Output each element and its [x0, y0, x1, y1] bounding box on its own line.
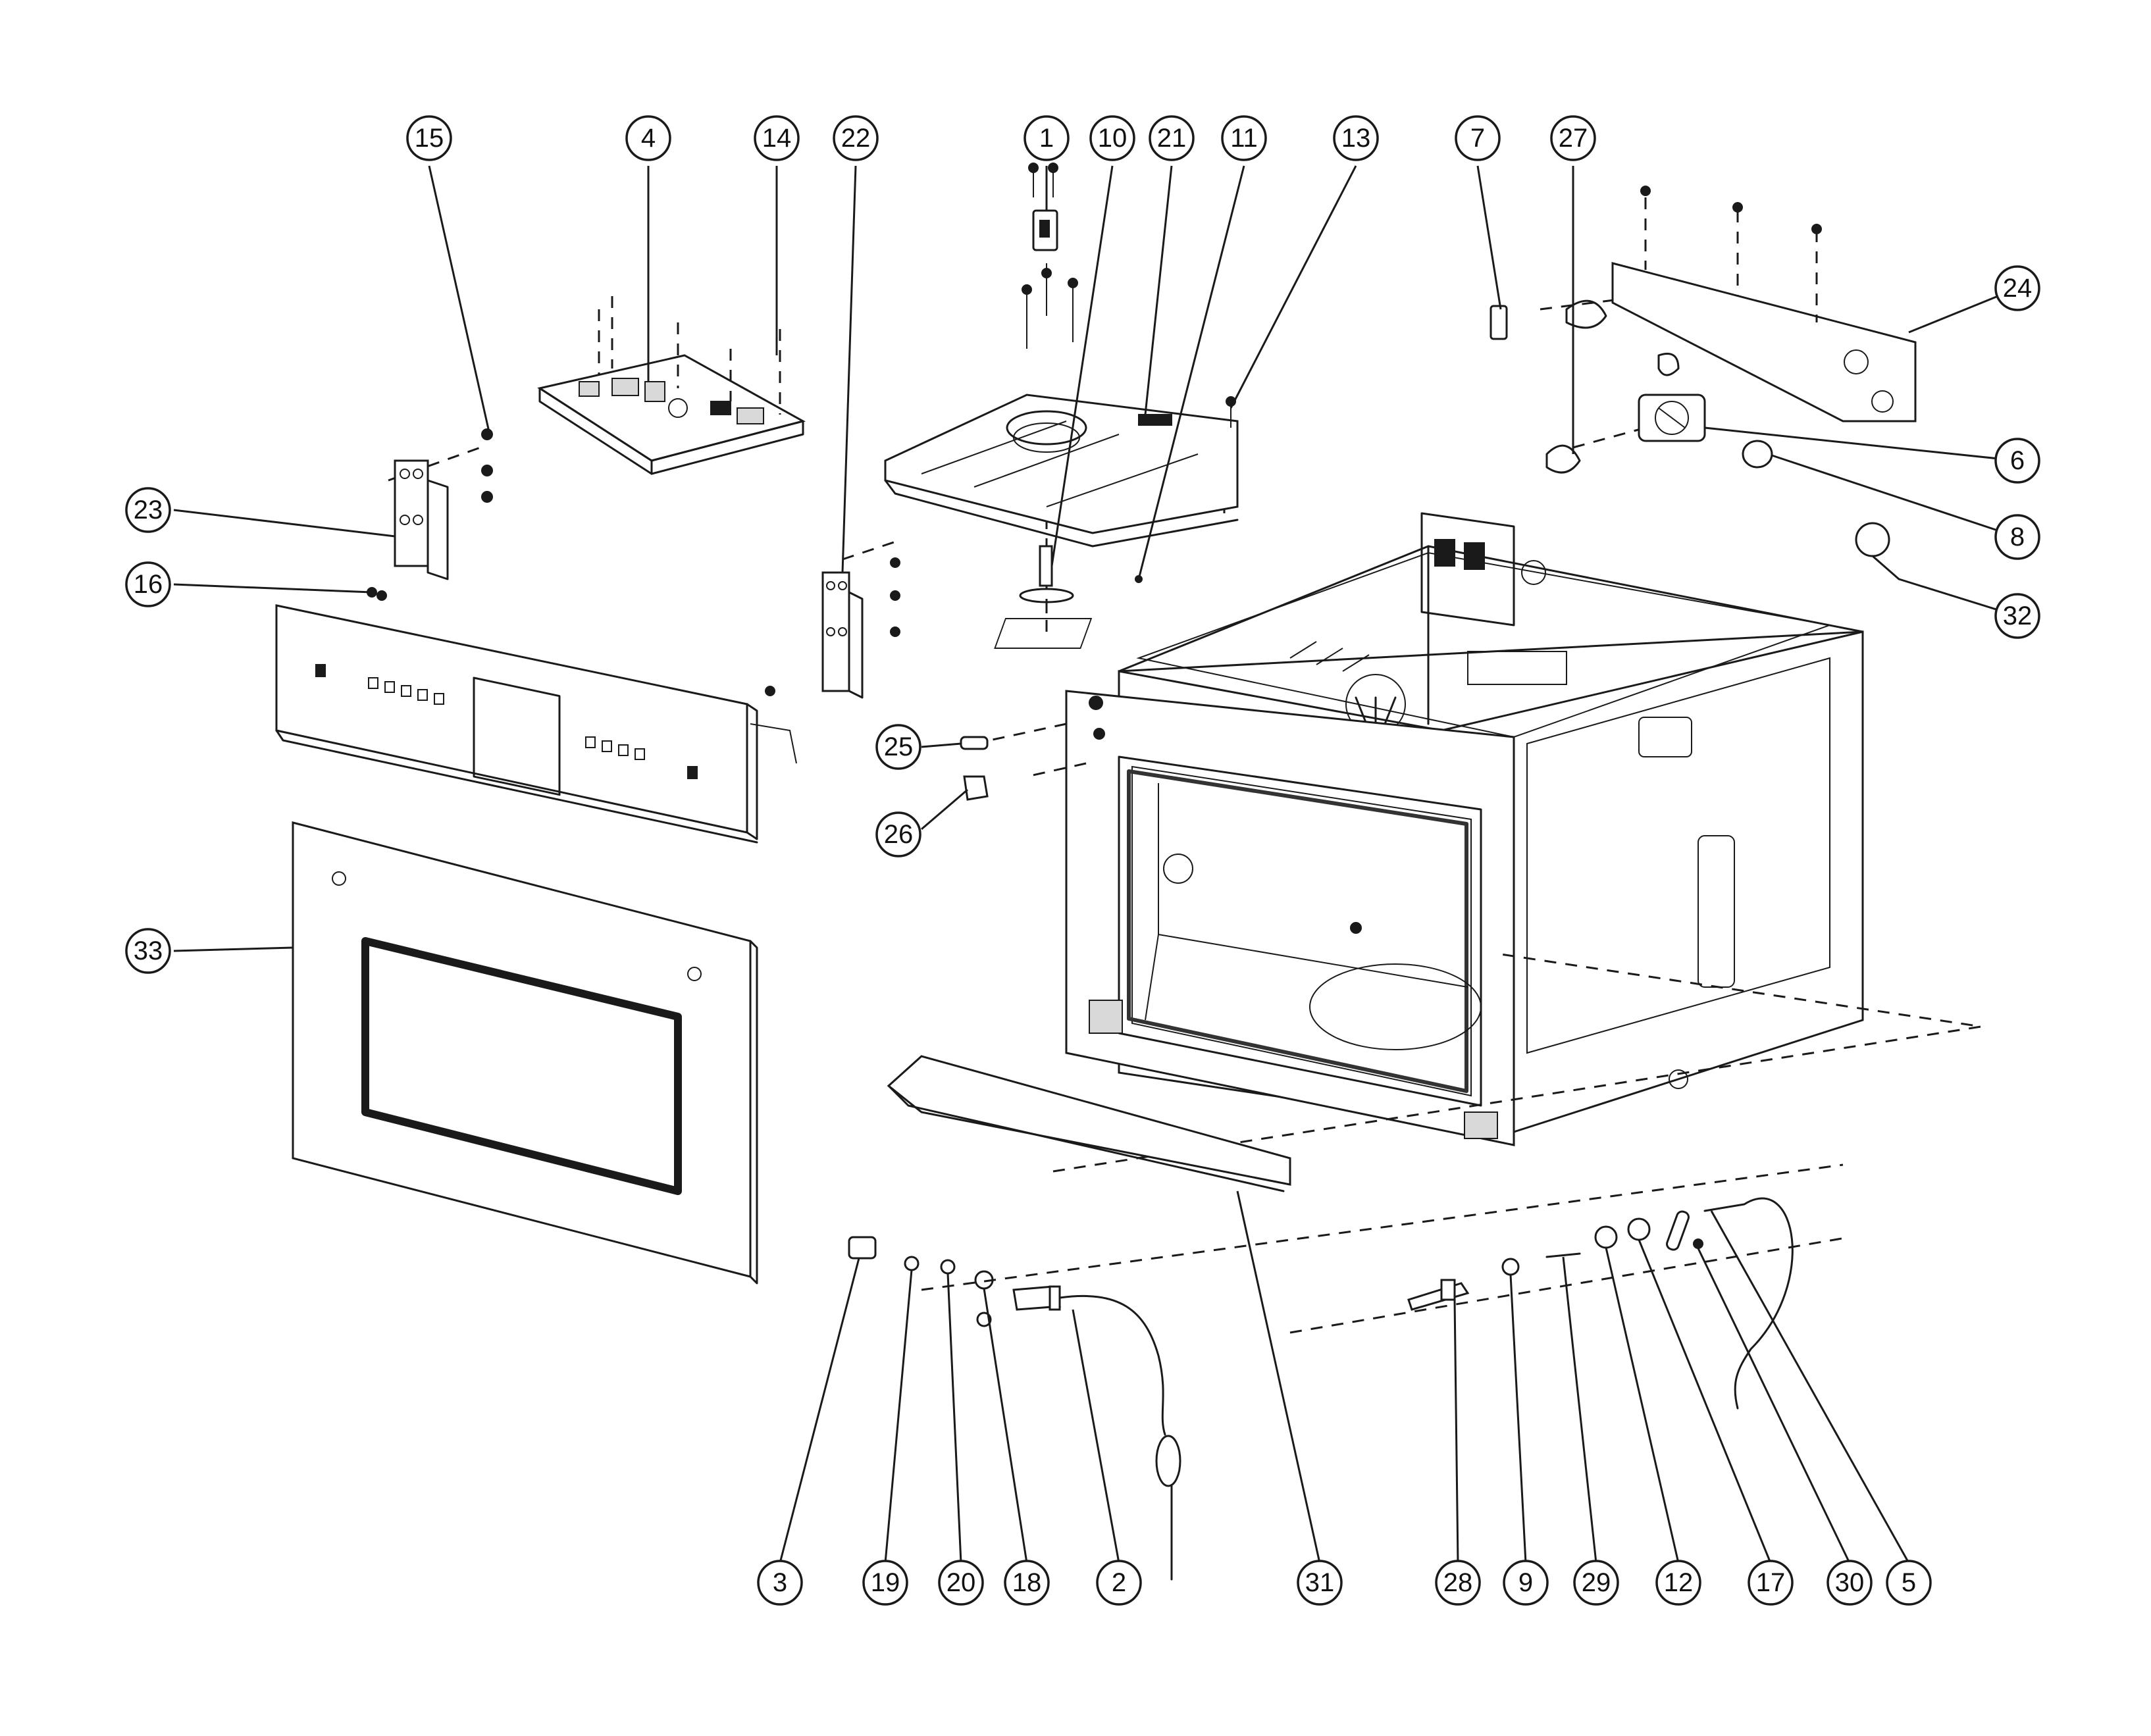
callout-5: 5	[1886, 1560, 1932, 1606]
svg-text:22: 22	[841, 124, 871, 153]
svg-text:3: 3	[773, 1568, 787, 1597]
svg-text:29: 29	[1582, 1568, 1611, 1597]
right-bracket	[765, 557, 900, 699]
svg-text:23: 23	[134, 496, 163, 524]
svg-text:30: 30	[1835, 1568, 1865, 1597]
svg-text:27: 27	[1559, 124, 1588, 153]
svg-text:31: 31	[1305, 1568, 1335, 1597]
callout-14: 14	[754, 115, 800, 161]
callout-32: 32	[1994, 593, 2040, 639]
callout-17: 17	[1748, 1560, 1794, 1606]
svg-text:24: 24	[2003, 274, 2033, 303]
stirrer-assembly	[1019, 545, 1074, 632]
svg-text:1: 1	[1039, 124, 1054, 153]
svg-text:32: 32	[2003, 601, 2033, 630]
callout-13: 13	[1333, 115, 1379, 161]
svg-text:21: 21	[1157, 124, 1187, 153]
small-parts-right	[1407, 1197, 1794, 1410]
wire-clip	[1855, 522, 1900, 580]
left-bracket	[367, 428, 493, 601]
control-board	[537, 296, 806, 475]
svg-text:7: 7	[1470, 124, 1485, 153]
callout-31: 31	[1297, 1560, 1343, 1606]
callout-33: 33	[125, 928, 171, 974]
ring-part	[1742, 440, 1773, 469]
callout-7: 7	[1455, 115, 1501, 161]
callout-1: 1	[1024, 115, 1070, 161]
oven-cavity-assembly	[994, 512, 1864, 1146]
svg-text:8: 8	[2010, 523, 2025, 551]
callout-2: 2	[1096, 1560, 1142, 1606]
svg-text:25: 25	[884, 732, 914, 761]
callout-8: 8	[1994, 514, 2040, 560]
svg-text:5: 5	[1902, 1568, 1916, 1597]
svg-text:11: 11	[1230, 124, 1258, 153]
svg-text:12: 12	[1664, 1568, 1694, 1597]
svg-text:17: 17	[1756, 1568, 1786, 1597]
callout-11: 11	[1221, 115, 1267, 161]
callout-26: 26	[875, 811, 921, 857]
svg-text:19: 19	[871, 1568, 900, 1597]
svg-text:33: 33	[134, 936, 163, 965]
temperature-probe	[1012, 1285, 1181, 1581]
bottom-trim	[887, 1055, 1291, 1192]
callout-28: 28	[1435, 1560, 1481, 1606]
svg-text:4: 4	[641, 124, 656, 153]
small-parts-left	[848, 1236, 994, 1327]
callout-18: 18	[1004, 1560, 1050, 1606]
callout-15: 15	[406, 115, 452, 161]
callout-20: 20	[938, 1560, 984, 1606]
small-brackets	[1490, 299, 1680, 474]
svg-text:16: 16	[134, 570, 163, 599]
fan-motor	[1638, 394, 1706, 442]
callout-10: 10	[1089, 115, 1135, 161]
rear-bracket-plate	[1611, 186, 1917, 422]
svg-text:18: 18	[1012, 1568, 1042, 1597]
callout-6: 6	[1994, 438, 2040, 484]
callout-23: 23	[125, 487, 171, 533]
svg-text:10: 10	[1098, 124, 1127, 153]
door-switch-assembly	[1022, 163, 1078, 349]
top-cover	[884, 394, 1239, 548]
svg-text:2: 2	[1112, 1568, 1126, 1597]
svg-text:20: 20	[946, 1568, 976, 1597]
svg-text:28: 28	[1443, 1568, 1473, 1597]
callout-12: 12	[1655, 1560, 1701, 1606]
svg-text:14: 14	[762, 124, 792, 153]
control-panel	[275, 604, 797, 844]
oven-door	[292, 821, 758, 1285]
callout-9: 9	[1503, 1560, 1549, 1606]
svg-text:6: 6	[2010, 446, 2025, 475]
callout-24: 24	[1994, 265, 2040, 311]
callout-16: 16	[125, 561, 171, 607]
callout-30: 30	[1827, 1560, 1873, 1606]
callout-3: 3	[757, 1560, 803, 1606]
fasteners-25-26	[960, 736, 989, 801]
svg-text:15: 15	[415, 124, 444, 153]
svg-text:26: 26	[884, 820, 914, 849]
callout-4: 4	[625, 115, 671, 161]
callout-29: 29	[1573, 1560, 1619, 1606]
svg-text:13: 13	[1341, 124, 1371, 153]
svg-text:9: 9	[1518, 1568, 1533, 1597]
callout-27: 27	[1550, 115, 1596, 161]
callout-21: 21	[1149, 115, 1195, 161]
callout-22: 22	[833, 115, 879, 161]
leader-lines	[173, 165, 2018, 1564]
callout-19: 19	[862, 1560, 908, 1606]
callout-25: 25	[875, 724, 921, 770]
